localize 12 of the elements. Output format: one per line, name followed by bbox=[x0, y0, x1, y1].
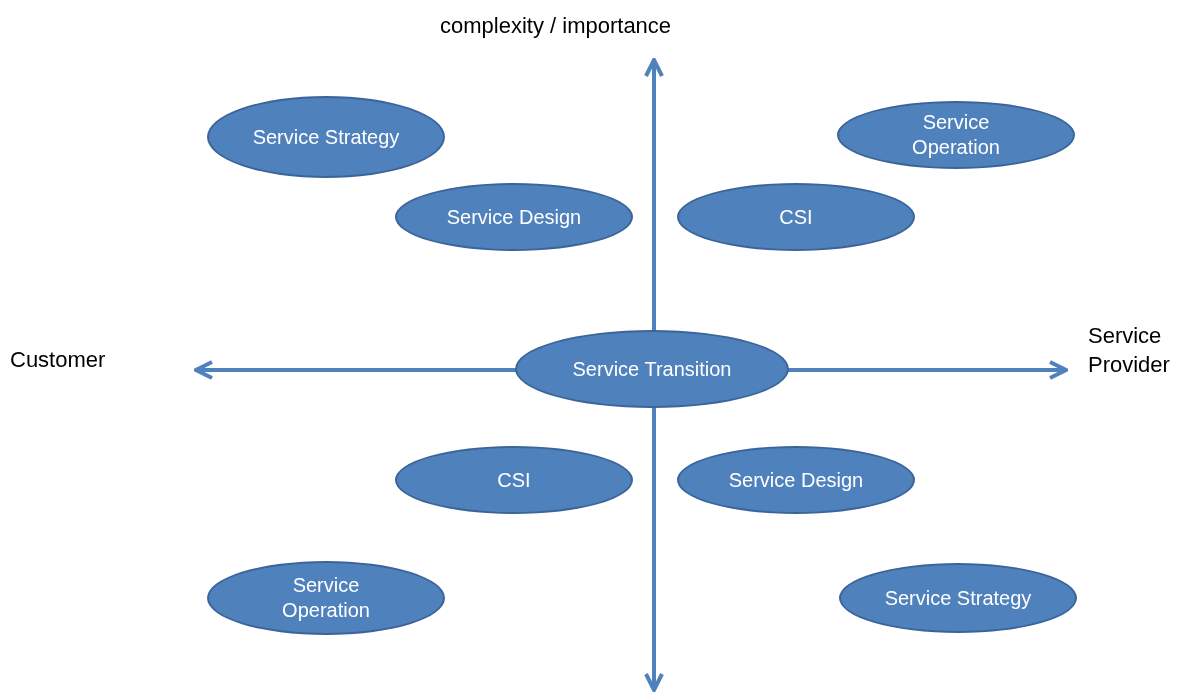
axis-label: complexity / importance bbox=[440, 12, 672, 40]
node-label: Service Transition bbox=[572, 356, 732, 382]
node-label: Service Operation bbox=[281, 573, 371, 623]
node-label: Service Strategy bbox=[252, 124, 400, 150]
axis-label: Customer bbox=[10, 346, 106, 374]
axis-label: Service Provider bbox=[1088, 322, 1171, 379]
node-label: Service Design bbox=[728, 467, 864, 493]
node-label: CSI bbox=[497, 467, 531, 493]
node-label: Service Design bbox=[446, 204, 582, 230]
node-label: Service Operation bbox=[911, 110, 1001, 160]
node-label: CSI bbox=[779, 204, 813, 230]
node-label: Service Strategy bbox=[884, 585, 1032, 611]
